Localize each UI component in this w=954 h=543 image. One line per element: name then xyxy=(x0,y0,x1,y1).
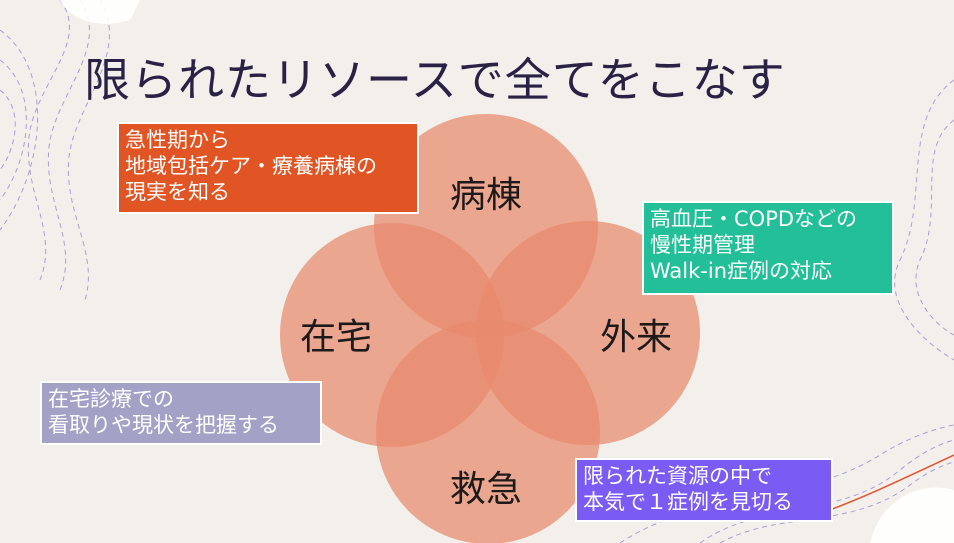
deco-contour-line xyxy=(0,29,38,231)
deco-contour-line xyxy=(894,79,954,361)
deco-contour-line xyxy=(719,461,954,543)
note-ward-line: 現実を知る xyxy=(125,180,230,204)
deco-white-blob xyxy=(870,487,954,543)
note-ward-line: 急性期から xyxy=(125,128,230,152)
slide-title: 限られたリソースで全てをこなす xyxy=(84,53,786,107)
deco-contour-line xyxy=(67,0,110,301)
note-outpatient: 高血圧・COPDなどの 慢性期管理 Walk-in症例の対応 xyxy=(642,201,894,295)
note-outpatient-line: 慢性期管理 xyxy=(650,233,755,257)
circle-emergency xyxy=(376,320,600,543)
deco-contour-line xyxy=(47,0,90,291)
deco-contour-line xyxy=(915,119,954,336)
deco-white-blob xyxy=(60,0,140,24)
note-emergency-line: 限られた資源の中で xyxy=(583,464,772,488)
note-home-line: 在宅診療での xyxy=(48,387,174,411)
note-outpatient-line: 高血圧・COPDなどの xyxy=(650,207,858,231)
note-ward: 急性期から 地域包括ケア・療養病棟の 現実を知る xyxy=(117,122,419,214)
note-home-line: 看取りや現状を把握する xyxy=(48,413,279,437)
note-emergency-line: 本気で１症例を見切る xyxy=(583,490,793,514)
deco-contour-line xyxy=(0,59,27,201)
label-ward: 病棟 xyxy=(449,175,523,216)
label-emergency: 救急 xyxy=(449,469,523,510)
deco-contour-line xyxy=(0,89,16,171)
note-ward-line: 地域包括ケア・療養病棟の xyxy=(125,154,377,178)
label-home: 在宅 xyxy=(299,317,373,358)
note-outpatient-line: Walk-in症例の対応 xyxy=(650,259,833,283)
label-outpatient: 外来 xyxy=(599,317,673,358)
note-home: 在宅診療での 看取りや現状を把握する xyxy=(40,381,322,445)
note-emergency: 限られた資源の中で 本気で１症例を見切る xyxy=(575,458,833,522)
